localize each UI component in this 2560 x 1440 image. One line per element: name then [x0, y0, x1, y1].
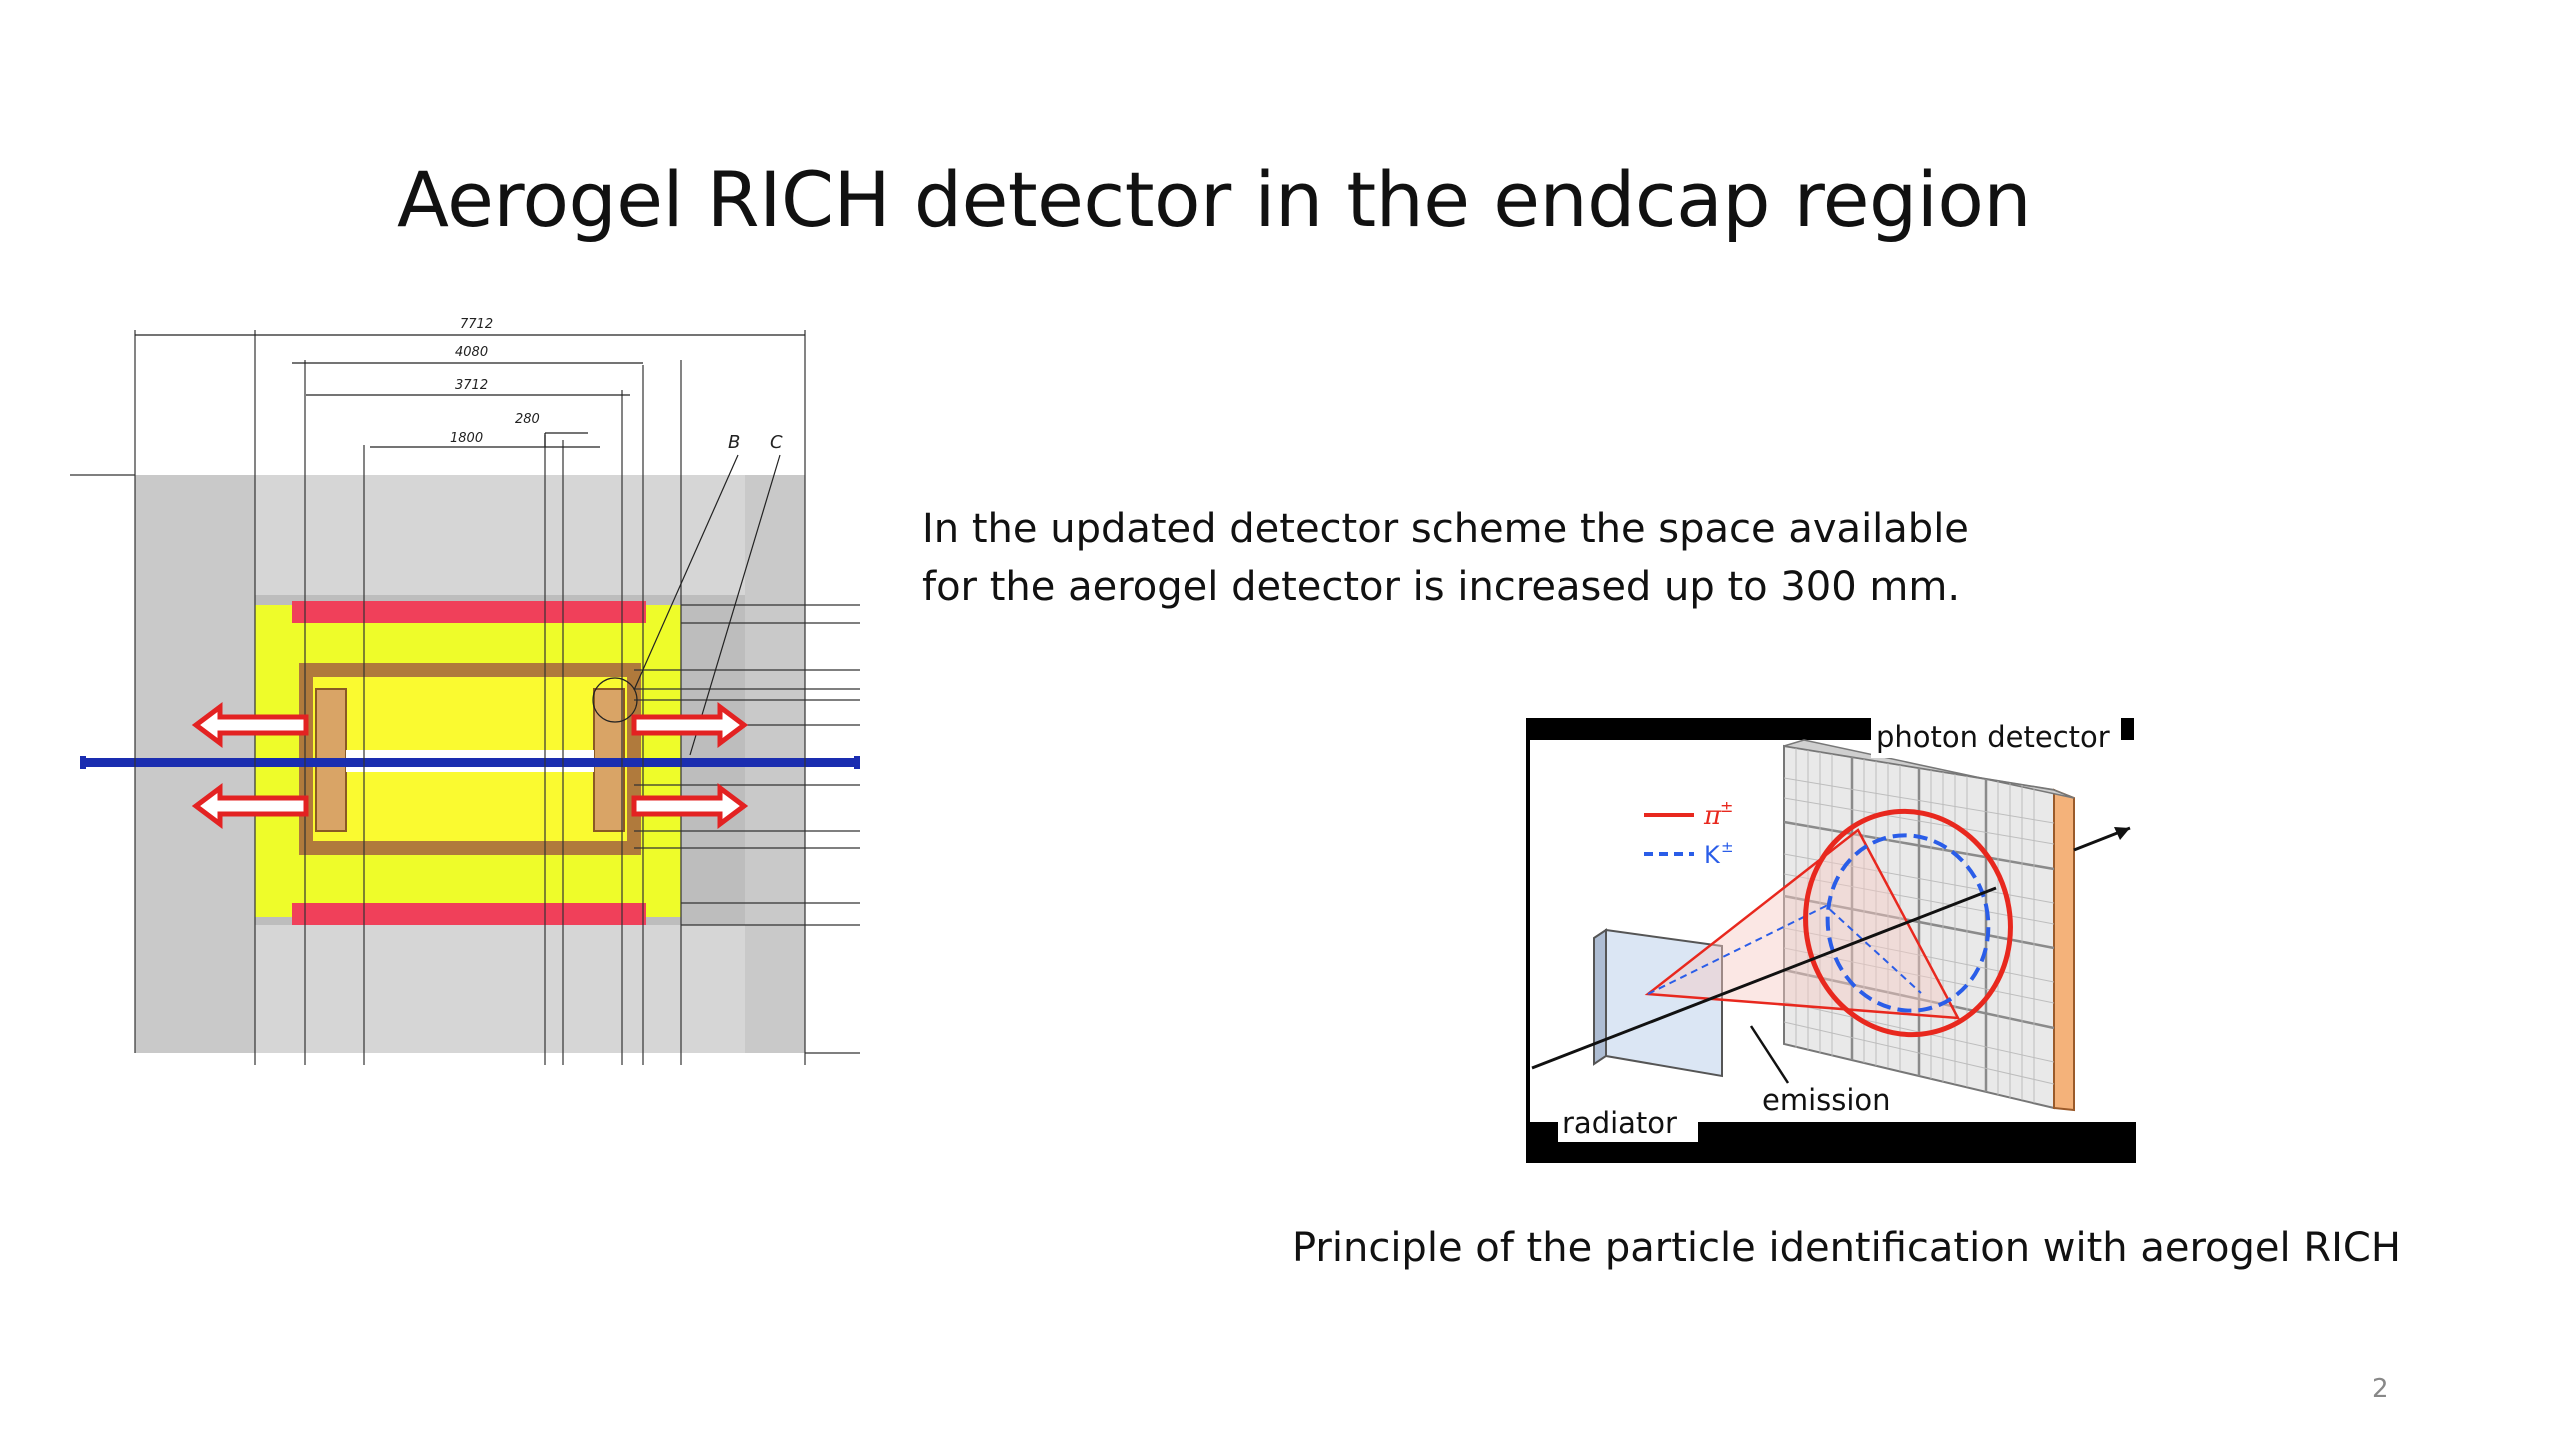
body-line-2: for the aerogel detector is increased up…: [922, 564, 1961, 610]
legend-pion-charge: ±: [1720, 797, 1733, 816]
outward-arrows: [191, 702, 749, 829]
crystal-ring-bottom: [292, 903, 646, 925]
body-line-1: In the updated detector scheme the space…: [922, 506, 1969, 552]
dim-280: 280: [515, 412, 540, 427]
dim-3712: 3712: [455, 378, 488, 393]
arrow-left-upper: [191, 702, 309, 748]
pion-ring: [1803, 808, 2013, 1038]
arrow-right-lower: [631, 783, 749, 829]
kaon-ring: [1825, 833, 1991, 1013]
photon-detector-label: photon detector: [1876, 720, 2110, 754]
slide-title: Aerogel RICH detector in the endcap regi…: [397, 155, 2032, 244]
beam-pipe: [80, 758, 860, 767]
figure-caption: Principle of the particle identification…: [1292, 1225, 2401, 1271]
top-black-bar: [1526, 718, 1876, 740]
callout-b: B: [728, 432, 740, 453]
body-text: In the updated detector scheme the space…: [922, 500, 2072, 616]
pion-cone: [1644, 828, 1961, 1020]
callout-c: C: [770, 432, 783, 453]
arrow-left-lower: [191, 783, 309, 829]
emission-label: emission: [1762, 1083, 1891, 1117]
dim-7712: 7712: [460, 317, 493, 332]
page-number: 2: [2372, 1374, 2389, 1404]
aerogel-rich-diagram: π ± K ± photon detector radiator emissio…: [1526, 718, 2136, 1163]
dim-1800: 1800: [450, 431, 483, 446]
particle-track: [1531, 886, 1997, 1070]
endcap-engineering-drawing: 7712 4080 3712 280 1800 B C: [70, 317, 860, 1065]
crystal-ring-top: [292, 601, 646, 623]
legend-pion-label: π: [1703, 801, 1722, 831]
legend-kaon-label: K: [1704, 841, 1721, 869]
radiator-label: radiator: [1562, 1106, 1677, 1140]
arrow-right-upper: [631, 702, 749, 748]
legend-kaon-charge: ±: [1721, 838, 1734, 856]
dim-4080: 4080: [455, 345, 488, 360]
